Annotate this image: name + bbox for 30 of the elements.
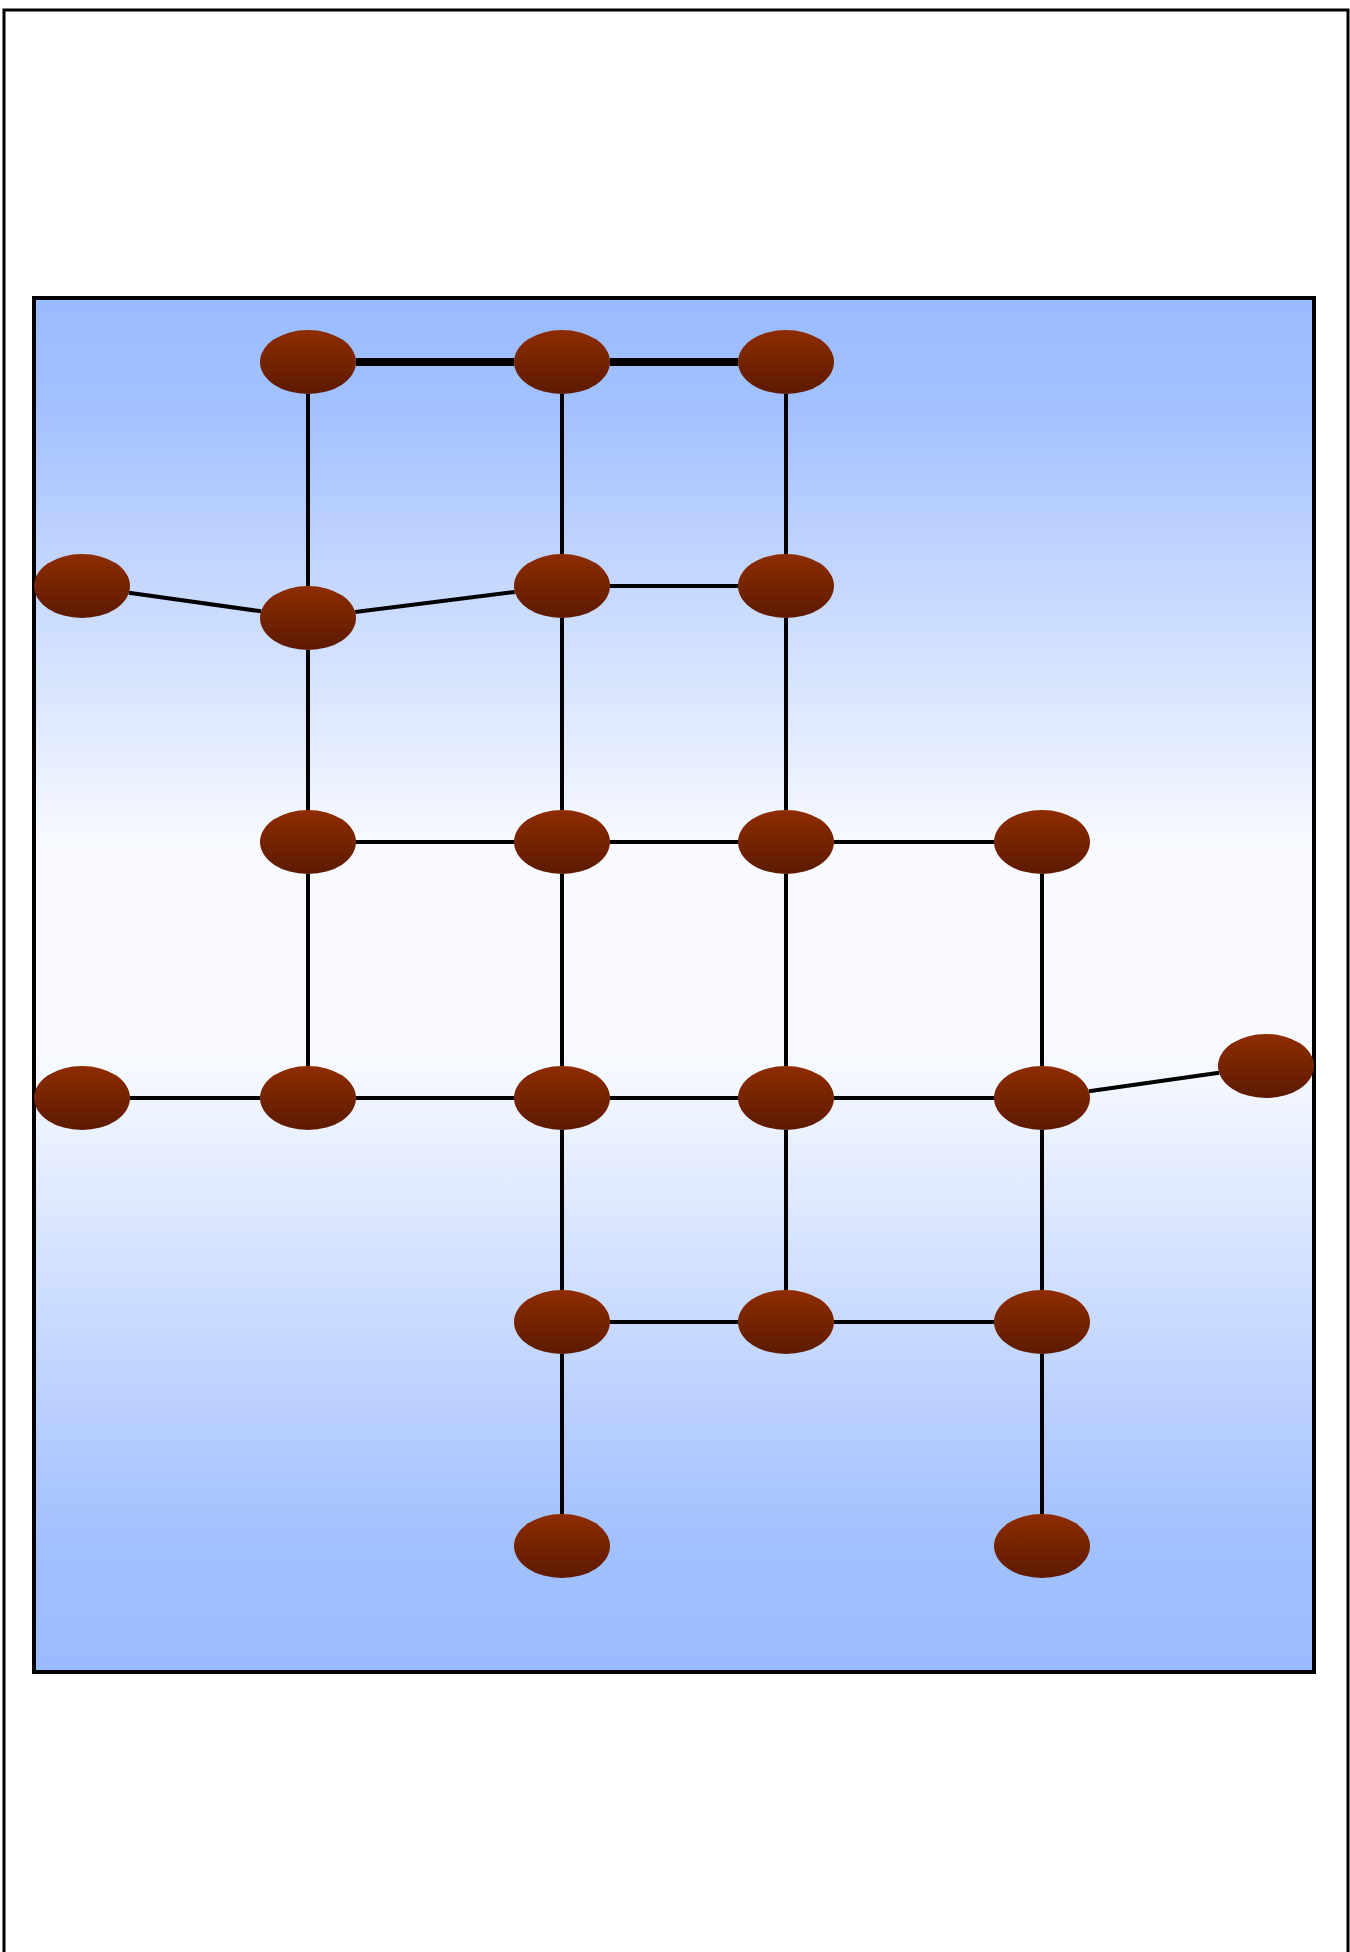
connector-line — [834, 1320, 994, 1324]
connector-line — [610, 1096, 738, 1100]
connector-line — [1088, 1070, 1220, 1094]
connector-line — [784, 618, 788, 810]
connector-line — [1040, 1354, 1044, 1514]
connector-line — [356, 840, 514, 844]
connector-line — [1040, 874, 1044, 1066]
connector-line — [834, 840, 994, 844]
connector-line — [610, 358, 738, 366]
connector-line — [306, 394, 310, 586]
connector-line — [610, 840, 738, 844]
connector-line — [610, 1320, 738, 1324]
connector-line — [560, 618, 564, 810]
connector-line — [356, 1096, 514, 1100]
connector-line — [560, 1354, 564, 1514]
connector-line — [784, 394, 788, 554]
connector-line — [130, 1096, 260, 1100]
connector-line — [834, 1096, 994, 1100]
connector-line — [560, 394, 564, 554]
connector-line — [784, 874, 788, 1066]
connector-line — [128, 590, 262, 614]
connector-line — [610, 584, 738, 588]
connector-line — [306, 650, 310, 810]
connector-line — [306, 874, 310, 1066]
connector-line — [354, 589, 516, 615]
connector-line — [560, 1130, 564, 1290]
connector-line — [560, 874, 564, 1066]
connector-line — [356, 358, 514, 366]
connector-line — [784, 1130, 788, 1290]
connector-line — [1040, 1130, 1044, 1290]
